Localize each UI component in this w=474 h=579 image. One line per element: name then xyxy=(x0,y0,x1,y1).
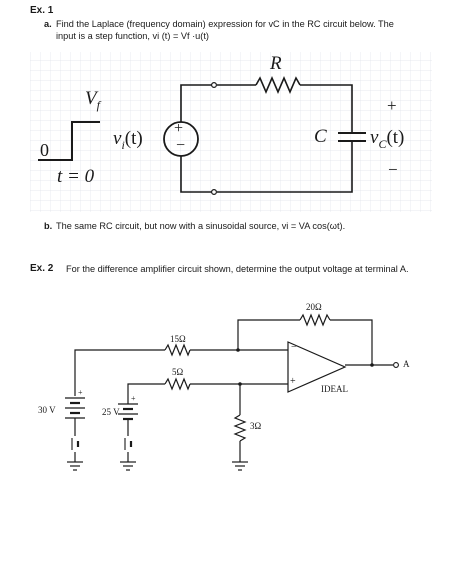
terminal-top-left xyxy=(211,81,218,88)
right-source-plus: + xyxy=(131,394,136,403)
input-resistor-15-ohm xyxy=(164,343,191,357)
bottom-input-resistor-label: 5Ω xyxy=(172,367,184,377)
ex2-text: For the difference amplifier circuit sho… xyxy=(66,264,409,274)
source-top-wire xyxy=(180,84,212,122)
wire-resistor-to-capacitor xyxy=(300,84,353,133)
right-battery-25v xyxy=(118,403,138,450)
output-label: vC(t) xyxy=(370,127,405,151)
resistor-label: R xyxy=(270,53,282,74)
output-terminal-label: A xyxy=(403,359,410,369)
output-argument: (t) xyxy=(386,127,405,148)
ex1-part-a-letter: a. xyxy=(44,19,52,29)
ground-resistor-3-ohm xyxy=(233,414,247,442)
op-amp-ideal-label: IDEAL xyxy=(321,384,348,394)
ex1-part-a-line2: input is a step function, vi (t) = Vf ·u… xyxy=(56,31,209,41)
terminal-bottom-left xyxy=(211,189,218,196)
output-terminal-a xyxy=(393,362,399,368)
op-amp-symbol xyxy=(287,341,347,393)
ground-symbol-left xyxy=(67,461,83,471)
junction-dot-inverting xyxy=(236,348,240,352)
output-subscript: C xyxy=(378,136,387,151)
junction-dot-non-inverting xyxy=(238,382,242,386)
ex1-part-b-letter: b. xyxy=(44,221,53,231)
left-source-label: 30 V xyxy=(38,405,56,415)
zero-label: 0 xyxy=(40,140,49,160)
op-amp-inverting-sign: − xyxy=(291,342,297,353)
capacitor-label: C xyxy=(314,126,327,147)
feedback-resistor-label: 20Ω xyxy=(306,302,322,312)
source-label: vi(t) xyxy=(113,128,143,152)
right-source-top-wire xyxy=(127,383,165,404)
input-resistor-5-ohm xyxy=(164,377,191,391)
source-subscript: i xyxy=(121,137,125,152)
ground-symbol-middle xyxy=(120,461,136,471)
ex1-part-b-text: The same RC circuit, but now with a sinu… xyxy=(56,221,346,231)
junction-dot-output xyxy=(370,363,374,367)
right-source-label: 25 V xyxy=(102,407,120,417)
wire-capacitor-to-source xyxy=(217,141,353,193)
feedback-resistor-20-ohm xyxy=(299,313,331,327)
time-label: t = 0 xyxy=(57,166,95,187)
step-level-label: Vf xyxy=(85,88,100,112)
source-argument: (t) xyxy=(124,128,143,149)
ex2-title: Ex. 2 xyxy=(30,263,54,274)
op-amp-non-inverting-sign: + xyxy=(290,376,296,387)
step-level-subscript: f xyxy=(96,97,100,112)
top-input-resistor-label: 15Ω xyxy=(170,334,186,344)
left-source-plus: + xyxy=(78,388,83,397)
resistor-symbol xyxy=(255,75,301,95)
source-plus-sign: + xyxy=(174,120,184,137)
source-minus-sign: − xyxy=(176,137,186,154)
left-source-top-wire xyxy=(74,349,165,396)
ground-resistor-label: 3Ω xyxy=(250,421,262,431)
output-minus-sign: − xyxy=(388,160,398,179)
left-battery-30v xyxy=(65,397,85,450)
output-plus-sign: + xyxy=(387,96,397,115)
ex1-part-a-line1: Find the Laplace (frequency domain) expr… xyxy=(56,19,394,29)
feedback-right-wire xyxy=(330,319,373,365)
source-bottom-wire xyxy=(180,156,212,193)
ground-symbol-right xyxy=(232,461,248,471)
ex1-title: Ex. 1 xyxy=(30,5,54,16)
step-function-waveform xyxy=(38,121,100,161)
feedback-left-wire xyxy=(237,319,300,350)
